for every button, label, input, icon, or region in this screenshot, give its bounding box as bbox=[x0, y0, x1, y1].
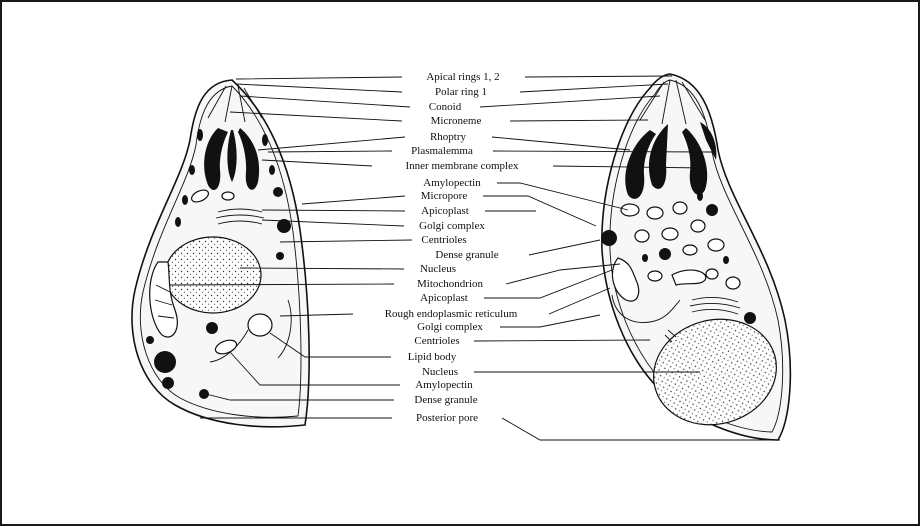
label-rough-er: Rough endoplasmic reticulum bbox=[385, 308, 518, 320]
labels: Apical rings 1, 2 Polar ring 1 Conoid Mi… bbox=[385, 71, 519, 424]
label-plasmalemma: Plasmalemma bbox=[411, 145, 473, 157]
label-posterior-pore: Posterior pore bbox=[416, 412, 478, 424]
left-lipid-body bbox=[248, 314, 272, 336]
label-dense-granule-upper: Dense granule bbox=[435, 249, 498, 261]
right-cell bbox=[601, 74, 790, 440]
label-apicoplast-upper: Apicoplast bbox=[421, 205, 469, 217]
label-centrioles-upper: Centrioles bbox=[421, 234, 466, 246]
label-nucleus-upper: Nucleus bbox=[420, 263, 456, 275]
label-dense-granule-lower: Dense granule bbox=[414, 394, 477, 406]
label-centrioles-lower: Centrioles bbox=[414, 335, 459, 347]
label-golgi-complex-lower: Golgi complex bbox=[417, 321, 483, 333]
label-lipid-body: Lipid body bbox=[408, 351, 457, 363]
label-mitochondrion: Mitochondrion bbox=[417, 278, 483, 290]
left-cell bbox=[132, 80, 309, 427]
label-golgi-complex-upper: Golgi complex bbox=[419, 220, 485, 232]
label-polar-ring: Polar ring 1 bbox=[435, 86, 487, 98]
label-inner-membrane-complex: Inner membrane complex bbox=[405, 160, 519, 172]
label-microneme: Microneme bbox=[431, 115, 482, 127]
label-conoid: Conoid bbox=[429, 101, 462, 113]
label-micropore: Micropore bbox=[421, 190, 468, 202]
left-nucleus bbox=[165, 237, 261, 313]
label-amylopectin-upper: Amylopectin bbox=[423, 177, 481, 189]
label-apicoplast-lower: Apicoplast bbox=[420, 292, 468, 304]
label-rhoptry: Rhoptry bbox=[430, 131, 467, 143]
label-amylopectin-lower: Amylopectin bbox=[415, 379, 473, 391]
left-dense-granule bbox=[154, 351, 176, 373]
label-apical-rings: Apical rings 1, 2 bbox=[426, 71, 499, 83]
label-nucleus-lower: Nucleus bbox=[422, 366, 458, 378]
right-dense-granule bbox=[601, 230, 617, 246]
